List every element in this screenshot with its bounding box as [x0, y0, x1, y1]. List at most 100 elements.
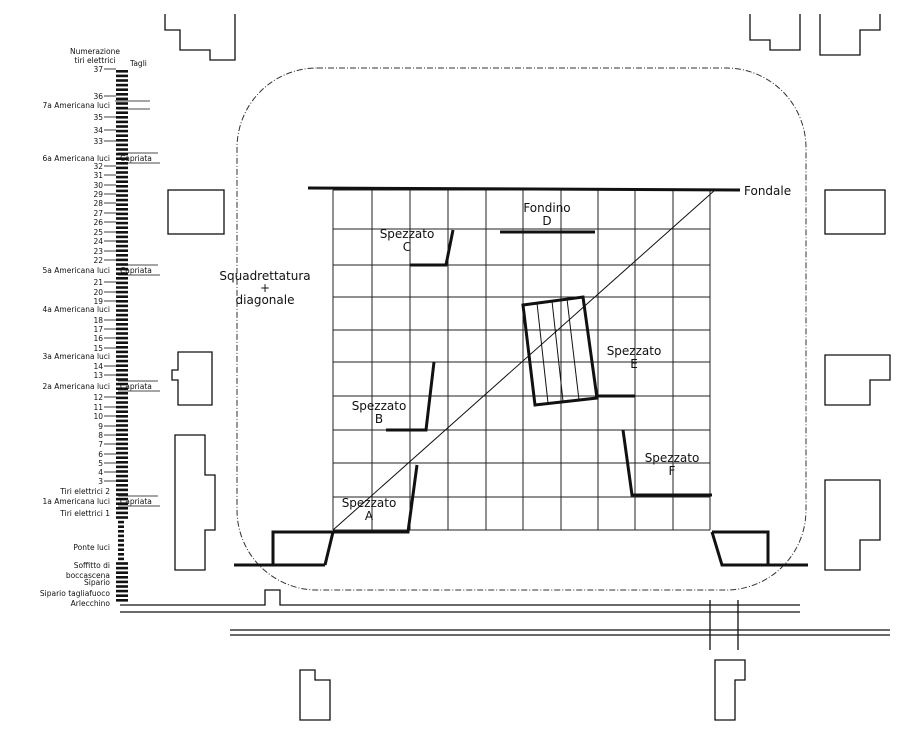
cut-bar: [116, 433, 128, 436]
fly-number: 36: [93, 92, 103, 101]
cut-bar: [116, 152, 128, 156]
cut-bar: [116, 221, 128, 225]
squadrettatura-plus: +: [260, 281, 270, 295]
cut-bar: [116, 102, 128, 105]
cut-bar: [116, 304, 128, 308]
diagonale-label: diagonale: [236, 293, 295, 307]
cut-bar: [116, 189, 128, 193]
cut-bar: [116, 116, 128, 119]
cut-bar: [116, 346, 128, 349]
cut-bar: [116, 249, 128, 252]
fly-number: 24: [93, 237, 103, 246]
stage-outline: [236, 67, 807, 591]
cut-bar: [116, 493, 128, 496]
cut-bar: [116, 70, 128, 73]
cut-bar: [116, 382, 128, 386]
fly-number: 31: [93, 171, 103, 180]
cut-bar: [116, 369, 128, 372]
fly-number: 10: [93, 412, 103, 421]
cut-bar: [116, 157, 128, 160]
fly-side-label: 7a Americana luci: [43, 101, 110, 110]
cut-bar: [116, 226, 128, 229]
fly-side-label: 5a Americana luci: [43, 266, 110, 275]
cut-bar: [116, 323, 128, 326]
right-wing-piece: [710, 530, 808, 567]
cut-bar: [116, 295, 128, 298]
cut-bar: [116, 428, 128, 432]
cut-bar: [116, 290, 128, 294]
cuts-header: Tagli: [129, 59, 147, 68]
fly-number: 12: [93, 393, 103, 402]
cut-bar: [116, 300, 128, 303]
fly-side-label: boccascena: [66, 571, 110, 580]
cut-bar: [116, 566, 128, 570]
squadrettatura-label: Squadrettatura: [219, 269, 310, 283]
fondale-bar: [307, 186, 741, 192]
fly-side-label: Soffitto di: [74, 561, 110, 570]
fly-number: 11: [93, 403, 103, 412]
cut-bar: [116, 447, 128, 450]
building-walls: [120, 14, 891, 721]
spezzato-a-piece: [234, 464, 419, 567]
cut-bar: [118, 548, 124, 551]
cut-bar: [116, 373, 128, 377]
fly-number: 15: [93, 344, 103, 353]
cut-bar: [116, 470, 128, 473]
cut-bar: [116, 244, 128, 248]
cut-bar: [116, 442, 128, 446]
fly-number: 8: [98, 431, 103, 440]
spezzato-b-piece: [386, 361, 436, 432]
cut-bar: [118, 539, 124, 542]
cut-bar: [116, 401, 128, 404]
cut-bar: [116, 198, 128, 202]
cut-bar: [116, 415, 128, 418]
fly-number: 25: [93, 228, 103, 237]
spezzato-c-letter: C: [403, 240, 411, 254]
cut-bar: [116, 562, 128, 565]
cut-bar: [116, 465, 128, 469]
americana-7-bracket: [115, 100, 150, 110]
cut-bar: [116, 111, 128, 114]
spezzato-e-piece: [521, 295, 635, 407]
numbering-header: Numerazione: [70, 47, 120, 56]
cut-bar: [116, 120, 128, 124]
cut-bar: [118, 553, 124, 556]
fly-number: 4: [98, 468, 103, 477]
cut-bar: [116, 474, 128, 478]
cut-bar: [116, 327, 128, 331]
capriata-label: Capriata: [120, 382, 152, 391]
capriata-bracket: [118, 380, 160, 392]
cut-bar: [116, 203, 128, 206]
cut-bar: [116, 507, 128, 510]
capriata-label: Capriata: [120, 154, 152, 163]
fly-number: 37: [93, 65, 103, 74]
cut-bar: [116, 148, 128, 151]
spezzato-c-piece: [410, 229, 455, 267]
cut-bar: [116, 396, 128, 400]
cut-bar: [116, 571, 128, 574]
cut-bar: [116, 217, 128, 220]
cut-bar: [116, 419, 128, 423]
fly-number: 28: [93, 199, 103, 208]
cut-bar: [116, 125, 128, 128]
cut-bar: [116, 134, 128, 137]
cut-bar: [116, 231, 128, 234]
cut-bar: [116, 208, 128, 211]
fly-number: 13: [93, 371, 103, 380]
diagonal-line: [332, 189, 716, 531]
cut-bar: [116, 410, 128, 413]
cut-bar: [116, 83, 128, 87]
stage-grid: [332, 189, 711, 531]
fly-side-label: Arlecchino: [71, 599, 111, 608]
fly-number: 3: [98, 477, 103, 486]
spezzato-f-piece: [621, 429, 712, 497]
fly-number: 22: [93, 256, 103, 265]
cut-bar: [116, 479, 128, 482]
fly-number: 23: [93, 247, 103, 256]
fondino-letter: D: [542, 214, 551, 228]
fly-number: 16: [93, 334, 103, 343]
fly-number: 21: [93, 278, 103, 287]
scenery-pieces: [234, 229, 808, 567]
capriata-bracket: [118, 495, 160, 507]
